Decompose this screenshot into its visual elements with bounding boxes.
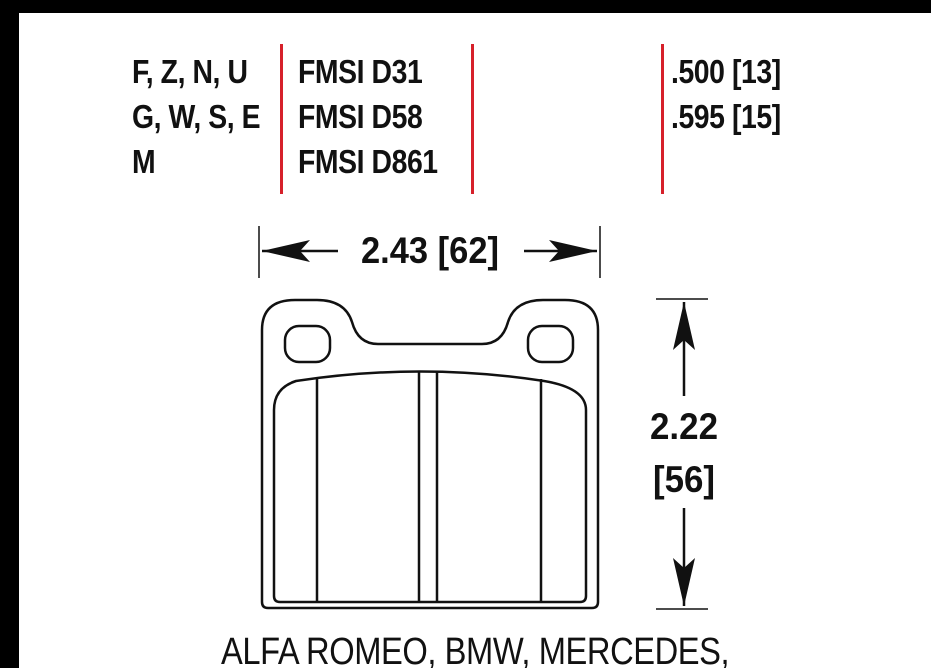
- pad-outline: [260, 298, 600, 610]
- fmsi-numbers: FMSI D31 FMSI D58 FMSI D861: [298, 49, 438, 184]
- height-label-value: 2.22: [650, 406, 718, 447]
- compound-line: G, W, S, E: [132, 98, 261, 135]
- height-label-metric: [56]: [653, 459, 715, 500]
- red-divider: [471, 44, 474, 194]
- brake-pad-drawing: 2.43 [62] 2.22 [56]: [258, 226, 718, 610]
- thickness-values: .500 [13] .595 [15]: [671, 49, 781, 139]
- fmsi-line: FMSI D58: [298, 98, 423, 135]
- friction-material: [272, 370, 588, 604]
- mounting-hole-right: [526, 324, 575, 364]
- fmsi-line: FMSI D31: [298, 53, 423, 90]
- width-dimension: 2.43 [62]: [258, 226, 601, 278]
- height-dimension: 2.22 [56]: [650, 298, 718, 610]
- spec-sheet: F, Z, N, U G, W, S, E M FMSI D31 FMSI D5…: [19, 13, 931, 668]
- vehicle-applications: ALFA ROMEO, BMW, MERCEDES,: [221, 631, 730, 668]
- width-label: 2.43 [62]: [361, 230, 499, 271]
- compound-line: M: [132, 143, 156, 180]
- red-divider: [661, 44, 664, 194]
- mounting-hole-left: [283, 324, 332, 364]
- fmsi-line: FMSI D861: [298, 143, 438, 180]
- compound-line: F, Z, N, U: [132, 53, 248, 90]
- red-divider: [280, 44, 283, 194]
- thickness-line: .500 [13]: [671, 53, 781, 90]
- compound-codes: F, Z, N, U G, W, S, E M: [132, 49, 261, 184]
- thickness-line: .595 [15]: [671, 98, 781, 135]
